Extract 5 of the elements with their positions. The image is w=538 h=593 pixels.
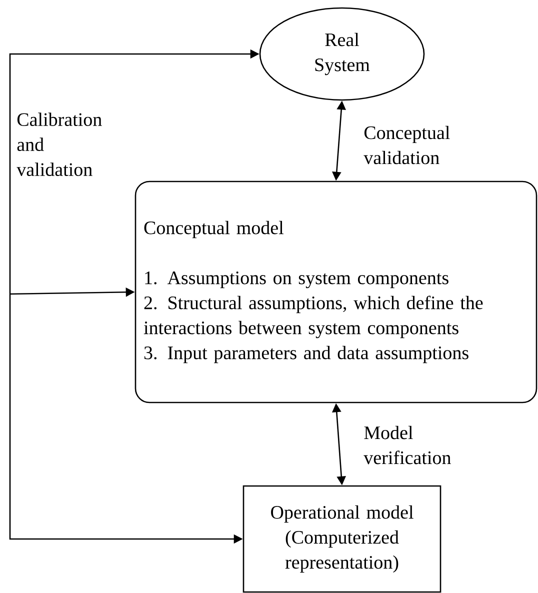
- process-box: Operational model (Computerized representation): [242, 485, 442, 593]
- edge-label: Conceptual validation: [364, 126, 450, 164]
- annotation-text: Calibration and validation: [16, 112, 102, 176]
- process-box: Conceptual model 1. Assumptions on system components 2. Structural assumptions, which define the interactions between system components 3. Input parameters and data assumptions: [134, 180, 538, 404]
- edge-label: Model verification: [364, 426, 451, 464]
